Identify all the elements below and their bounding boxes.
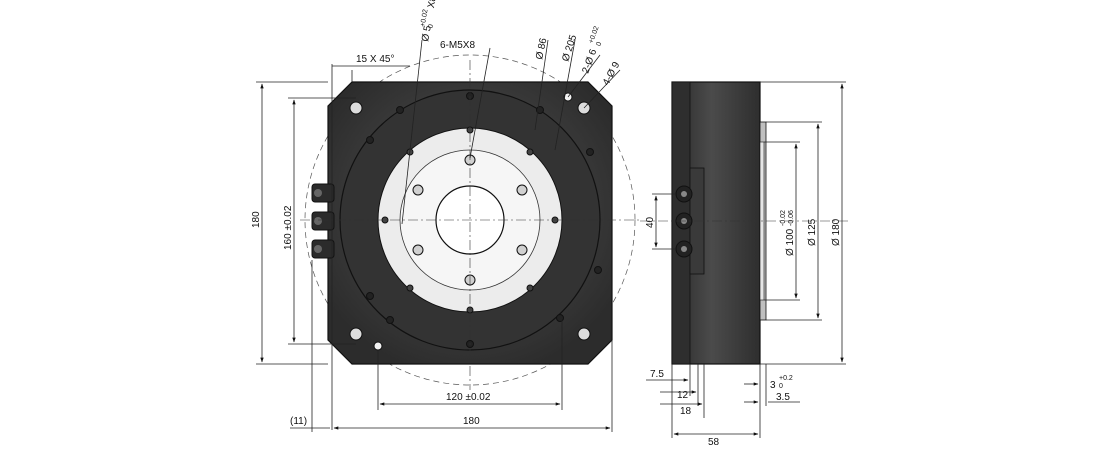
- d-3-5-label: 3.5: [776, 392, 790, 403]
- height-holes-label: 160 ±0.02: [283, 205, 294, 250]
- spacing-label: 40: [645, 216, 656, 228]
- svg-text:0: 0: [427, 24, 435, 29]
- svg-text:+0.02: +0.02: [420, 9, 430, 28]
- holes-6-label: 2-Ø 6: [580, 47, 599, 75]
- d-18-label: 18: [680, 406, 692, 417]
- side-view: 40 Ø 100 -0.02 -0.06 Ø 125 Ø 180: [640, 81, 850, 448]
- dia-180-label: Ø 180: [831, 218, 842, 246]
- svg-text:0: 0: [779, 383, 783, 390]
- front-view: 15 X 45° Ø 5 +0.02 0 X8 6-M5X8 Ø 86 Ø 20…: [251, 0, 640, 432]
- dia-86-label: Ø 86: [534, 37, 549, 61]
- d-58-label: 58: [708, 437, 720, 448]
- width-inner-label: 120 ±0.02: [446, 392, 491, 403]
- d-7-5-label: 7.5: [650, 369, 664, 380]
- m5-holes: [412, 154, 528, 286]
- svg-text:+0.2: +0.2: [779, 375, 793, 382]
- dia-205-label: Ø 205: [560, 33, 579, 63]
- dia-100-label: Ø 100: [785, 228, 796, 256]
- height-total-label: 180: [251, 211, 262, 228]
- svg-text:0: 0: [595, 41, 603, 47]
- width-total-label: 180: [463, 416, 480, 427]
- svg-text:+0.02: +0.02: [588, 25, 601, 44]
- leaders: [401, 39, 621, 225]
- side-connectors: [675, 185, 693, 258]
- svg-text:X8: X8: [426, 0, 439, 9]
- thread-label: 6-M5X8: [440, 40, 475, 51]
- d-3-label: 3: [770, 380, 776, 391]
- chamfer-label: 15 X 45°: [356, 54, 394, 65]
- pin-hole-label: Ø 5: [420, 24, 434, 42]
- holes-9-label: 4-Ø 9: [601, 60, 623, 88]
- dia-125-label: Ø 125: [807, 218, 818, 246]
- cable-connectors: [311, 183, 335, 259]
- dia-205-circle: [304, 54, 636, 386]
- svg-text:-0.02: -0.02: [780, 210, 787, 226]
- d-12-label: 12: [677, 390, 689, 401]
- svg-text:-0.06: -0.06: [788, 210, 795, 226]
- offset-label: (11): [290, 416, 307, 427]
